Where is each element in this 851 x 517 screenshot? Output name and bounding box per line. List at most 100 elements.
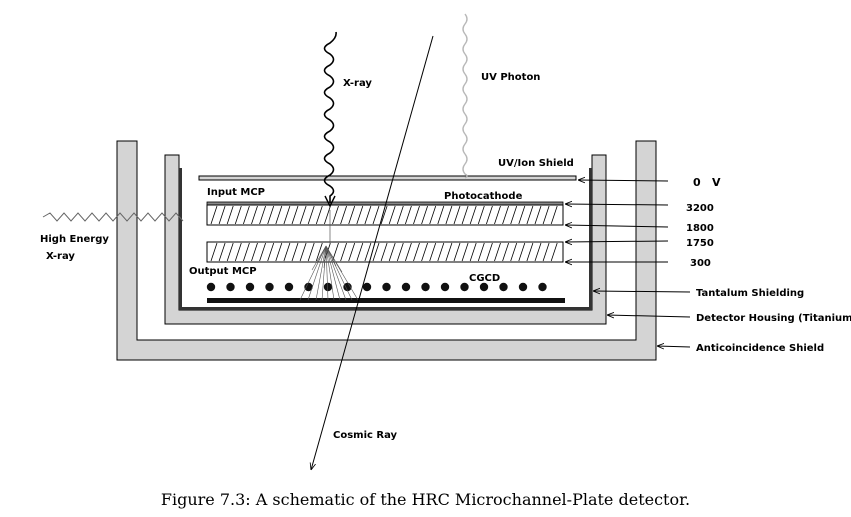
cgcd-wire-dot [499, 282, 508, 292]
cgcd-wire-dot [284, 282, 294, 292]
mcp-channel-line [324, 205, 331, 225]
cgcd-wire-dot [362, 282, 372, 292]
cascade-line [325, 245, 341, 301]
mcp-channel-line [494, 205, 501, 225]
mcp-channel-line [510, 205, 518, 225]
mcp-channel-line [315, 205, 323, 225]
voltage-0-value: 0 [693, 176, 701, 189]
mcp-channel-line [243, 242, 250, 262]
mcp-channel-line [315, 242, 323, 262]
mcp-channel-line [372, 242, 380, 262]
mcp-channel-line [429, 205, 437, 225]
mcp-channel-line [388, 242, 396, 262]
uv-photon-wave [462, 13, 468, 179]
mcp-channel-line [340, 242, 347, 262]
cascade-line [315, 245, 327, 301]
cgcd-wire-dot [440, 282, 450, 292]
mcp-channel-line [437, 205, 445, 225]
label-high-energy-line1: High Energy [40, 234, 109, 245]
voltage-3200: 3200 [686, 203, 714, 214]
mcp-channel-line [405, 242, 412, 262]
voltage-1750: 1750 [686, 238, 714, 249]
mcp-channel-line [299, 242, 307, 262]
cascade-line [323, 245, 327, 269]
mcp-channel-line [364, 205, 372, 225]
cascade-line [325, 245, 329, 301]
output-mcp-plate [206, 241, 564, 263]
mcp-channel-line [243, 205, 250, 225]
mcp-channel-line [486, 242, 493, 262]
mcp-channel-line [259, 205, 266, 225]
mcp-channel-line [251, 205, 258, 225]
cascade-line [325, 245, 335, 301]
arrow-1800 [565, 225, 669, 227]
arrow-0v [578, 180, 669, 181]
mcp-channel-line [421, 242, 428, 262]
label-uv-ion-shield: UV/Ion Shield [498, 158, 574, 169]
mcp-channel-line [283, 242, 291, 262]
mcp-channel-line [469, 205, 477, 225]
mcp-channel-line [348, 242, 356, 262]
mcp-channel-line [477, 242, 485, 262]
mcp-channel-line [380, 205, 388, 225]
cgcd-wire-dot [206, 282, 216, 292]
cgcd-wire-dot [304, 282, 313, 292]
label-xray: X-ray [343, 78, 372, 89]
mcp-channel-line [291, 205, 299, 225]
mcp-channel-line [234, 205, 242, 225]
figure-caption: Figure 7.3: A schematic of the HRC Micro… [160, 490, 691, 509]
anticoincidence-shield [116, 140, 657, 361]
label-high-energy-line2: X-ray [46, 251, 75, 262]
arrow-tantalum [593, 291, 691, 292]
label-tantalum-shielding: Tantalum Shielding [696, 288, 804, 299]
mcp-channel-line [550, 242, 558, 262]
mcp-channel-line [267, 242, 275, 262]
mcp-channel-line [461, 205, 469, 225]
label-input-mcp: Input MCP [207, 187, 265, 198]
mcp-channel-line [283, 205, 291, 225]
cgcd-wire-dot [479, 282, 489, 292]
electron-cascade [299, 210, 359, 301]
mcp-channel-line [275, 205, 283, 225]
cascade-line [325, 245, 343, 273]
cgcd-wire-dot [460, 282, 469, 292]
mcp-channel-line [218, 242, 226, 262]
mcp-channel-line [291, 242, 299, 262]
mcp-channel-line [332, 205, 339, 225]
arrow-housing [607, 315, 691, 317]
cgcd-wire-dot [226, 282, 235, 292]
mcp-channel-line [413, 205, 420, 225]
mcp-channel-line [469, 242, 477, 262]
mcp-channel-line [380, 242, 388, 262]
mcp-channel-line [461, 242, 469, 262]
mcp-channel-line [388, 205, 396, 225]
mcp-channel-line [413, 242, 420, 262]
mcp-channel-line [275, 242, 283, 262]
cosmic-ray-track [311, 35, 434, 470]
mcp-channel-line [259, 242, 266, 262]
mcp-channel-line [429, 242, 437, 262]
xray-arrowhead [324, 195, 336, 208]
mcp-channel-line [396, 205, 404, 225]
cgcd-wire-dot [401, 282, 411, 292]
mcp-channel-line [518, 242, 526, 262]
mcp-channel-line [226, 205, 234, 225]
mcp-channel-line [486, 205, 493, 225]
mcp-channel-line [340, 205, 347, 225]
mcp-channel-line [453, 205, 461, 225]
input-mcp-channels [210, 205, 558, 225]
cgcd-wire-dot [538, 282, 547, 292]
cgcd-wire-dot [382, 282, 391, 292]
label-cosmic-ray: Cosmic Ray [333, 430, 398, 441]
label-output-mcp: Output MCP [189, 266, 257, 277]
cgcd-plane [207, 298, 565, 303]
mcp-channel-line [299, 205, 307, 225]
label-uv-photon: UV Photon [481, 72, 540, 83]
output-mcp-channels [210, 242, 558, 262]
cgcd-wire-dot [265, 282, 274, 292]
arrow-anticoincidence [657, 346, 691, 347]
mcp-channel-line [356, 242, 364, 262]
label-photocathode: Photocathode [444, 191, 523, 202]
mcp-channel-line [502, 242, 509, 262]
